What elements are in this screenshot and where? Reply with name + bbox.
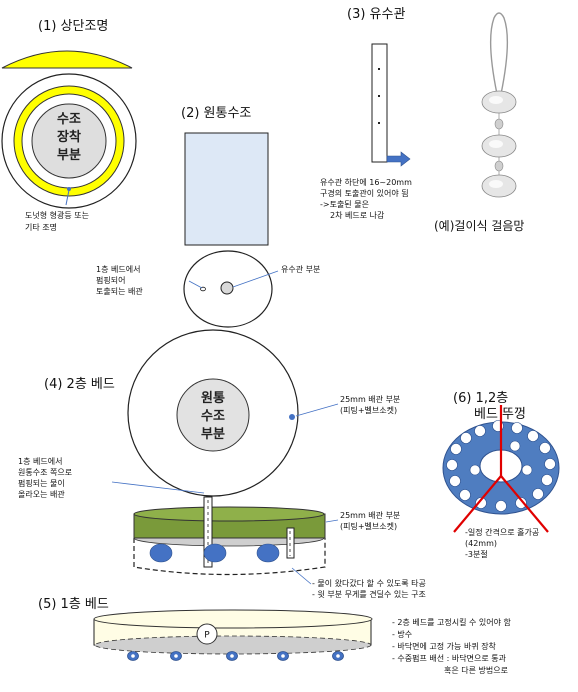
lower-bed-shape: [93, 609, 373, 655]
tank-mount-label-1: 수조: [57, 112, 81, 127]
upper-bed-side-view: [133, 506, 326, 576]
s3-note-3: ->토출된 물은: [320, 199, 369, 209]
section-3-title: (3) 유수관: [347, 7, 405, 22]
section-6-title-1: (6) 1,2층: [453, 391, 508, 406]
s4-left-note-4: 올라오는 배관: [18, 489, 65, 499]
lid-holes: [446, 420, 556, 512]
lamp-pointer-dot: [67, 187, 71, 191]
section-1-title: (1) 상단조명: [38, 19, 108, 34]
pipe-holes: [378, 68, 380, 124]
s6-note-1: -일정 간격으로 홀가공: [465, 527, 539, 537]
tank-mount-label-3: 부분: [57, 148, 81, 163]
s4-pipe-mid-2: (피팅+벨브소켓): [340, 521, 397, 531]
s2-left-note-2: 펌핑되어: [96, 275, 125, 285]
upper-bed-tank-area: [176, 378, 250, 452]
pipe-25mm-dot: [289, 414, 295, 420]
s4-bottom-pointer: [291, 567, 312, 585]
lamp-note-line1: 도넛형 형광등 또는: [25, 210, 89, 220]
s4-pipe-mid-1: 25mm 배관 부분: [340, 510, 400, 520]
s4-pipe-mid-pointer: [325, 519, 339, 523]
s4-left-note-1: 1층 베드에서: [18, 457, 62, 466]
s2-right-pointer: [232, 270, 279, 288]
lamp-note-line2: 기타 조명: [25, 222, 57, 232]
s2-left-note-1: 1층 베드에서: [96, 265, 140, 274]
s6-note-3: -3분절: [465, 550, 488, 559]
s4-left-pointer: [111, 481, 205, 494]
s4-left-note-3: 펌핑되는 물이: [18, 478, 65, 488]
section-2-title: (2) 원통수조: [181, 106, 251, 121]
pump-icon: [196, 623, 218, 645]
wheels-inner: [131, 654, 340, 658]
s4-center-3: 부분: [201, 427, 225, 442]
s4-pipe-top-1: 25mm 배관 부분: [340, 394, 400, 404]
s4-pipe-top-pointer: [295, 403, 339, 417]
tank-mount-label-2: 장착: [57, 129, 81, 145]
hanging-net-picture: [481, 12, 517, 198]
s5-note-2: - 방수: [392, 629, 412, 639]
pump-label: P: [204, 631, 210, 641]
s4-center-1: 원통: [201, 391, 225, 406]
outlet-arrow: [386, 151, 411, 167]
overflow-pipe-shape: [371, 43, 388, 163]
s3-note-4: 2차 베드로 나감: [330, 210, 385, 220]
donut-lamp: [1, 73, 137, 209]
s3-note-2: 구경의 토출관이 있어야 됨: [320, 188, 409, 198]
section-4-title: (4) 2층 베드: [44, 377, 115, 392]
lamp-pointer-line: [65, 189, 70, 206]
s3-example-label: (예)걸이식 걸음망: [434, 219, 524, 233]
section-5-title: (5) 1층 베드: [38, 597, 109, 612]
s4-center-2: 수조: [201, 409, 225, 424]
lid-divider-lines: [453, 405, 549, 533]
drain-holes: [149, 543, 280, 563]
s5-note-4: - 수중펌프 배선 : 바닥면으로 통과: [392, 653, 507, 663]
s2-right-note: 유수관 부분: [281, 264, 320, 274]
s5-note-5: 혹은 다른 방법으로: [444, 665, 508, 675]
s4-bottom-note-2: - 윗 부분 무게를 견딜수 있는 구조: [312, 589, 426, 599]
outlet-pipe-hole: [220, 281, 234, 295]
s5-note-3: - 바닥면에 고정 가능 바퀴 장착: [392, 641, 497, 651]
s6-note-2: (42mm): [465, 539, 497, 548]
s2-left-pointer: [188, 280, 203, 289]
s4-pipe-top-2: (피팅+벨브소켓): [340, 405, 397, 415]
upper-bed-side-pipe: [286, 527, 295, 559]
s2-left-note-3: 토출되는 배관: [96, 286, 143, 296]
s4-bottom-note-1: - 물이 왔다갔다 할 수 있도록 타공: [312, 578, 426, 588]
lamp-cover-shape: [1, 50, 133, 69]
s5-note-1: - 2층 베드를 고정시킬 수 있어야 함: [392, 617, 512, 627]
s4-left-note-2: 원통수조 쪽으로: [18, 468, 72, 477]
cylinder-tank-shape: [184, 132, 269, 246]
s3-note-1: 유수관 하단에 16~20mm: [320, 177, 412, 187]
